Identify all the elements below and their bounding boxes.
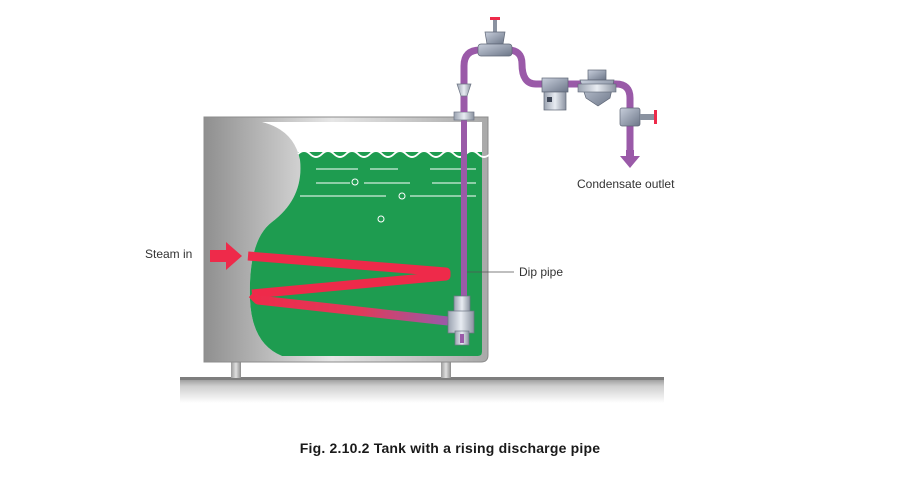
tank-leg-left	[231, 360, 241, 378]
dip-pipe	[461, 118, 467, 330]
bottom-trap-fitting	[447, 295, 475, 346]
condensate-outlet-label: Condensate outlet	[577, 177, 675, 191]
ground-slab	[180, 377, 664, 403]
condensate-outlet-arrow-icon	[620, 150, 640, 168]
steam-trap-icon	[577, 69, 617, 107]
bubbles	[351, 178, 406, 223]
strainer-icon	[541, 77, 569, 111]
tank-top-gland	[453, 111, 475, 121]
steam-coil-upper	[247, 251, 451, 299]
outlet-valve-icon	[619, 107, 657, 127]
steam-in-label: Steam in	[145, 247, 193, 261]
riser-cone-fitting	[456, 83, 472, 97]
steam-coil-lower	[248, 290, 449, 326]
liquid-surface-wave	[297, 150, 491, 158]
ground-top-edge	[180, 377, 664, 380]
stop-valve-top-icon	[477, 17, 513, 57]
discharge-pipe	[460, 46, 634, 150]
tank-leg-right	[441, 360, 451, 378]
dip-pipe-label: Dip pipe	[519, 265, 564, 279]
figure-caption: Fig. 2.10.2 Tank with a rising discharge…	[299, 440, 601, 456]
steam-in-arrow-icon	[210, 242, 242, 270]
